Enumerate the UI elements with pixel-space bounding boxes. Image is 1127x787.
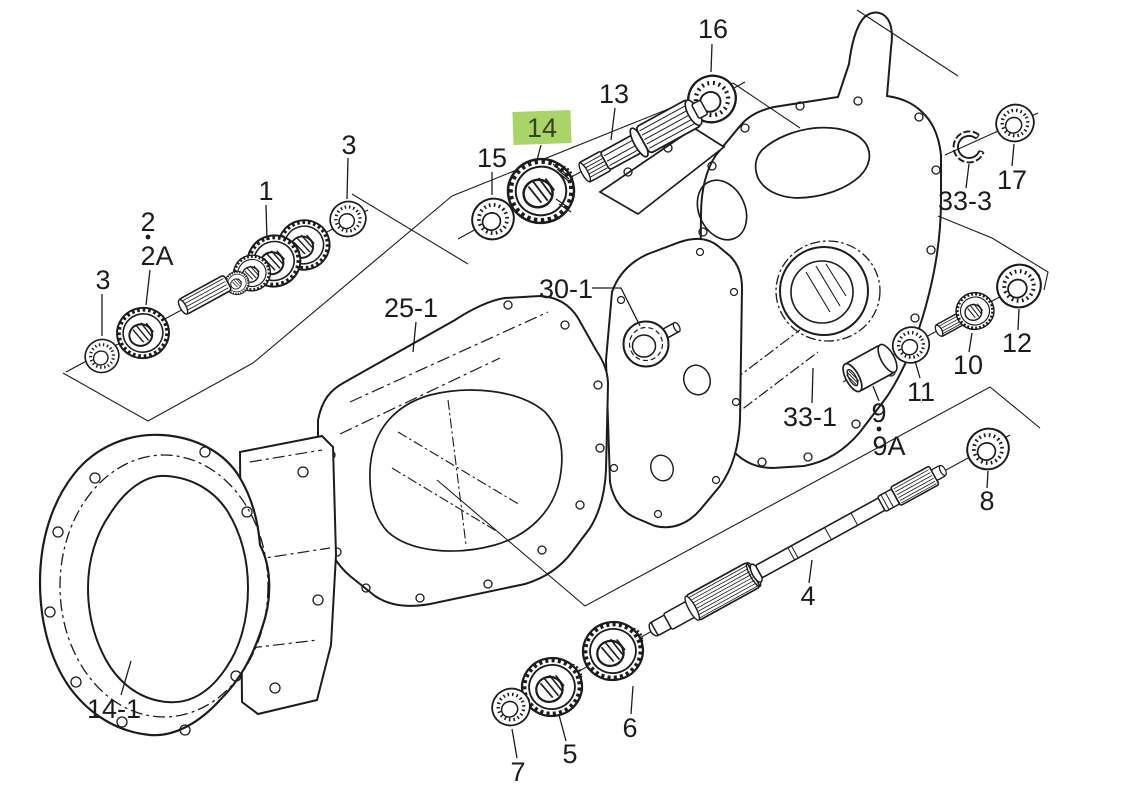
callout-labels: 16 13 14 15 3 1 2 2A 3 25-1 30-1 33-3 17… (87, 14, 1032, 787)
callout-4[interactable]: 4 (800, 581, 815, 611)
leader-25-1 (412, 321, 417, 353)
leader-1 (265, 204, 268, 241)
callout-15[interactable]: 15 (477, 143, 507, 173)
callout-6[interactable]: 6 (622, 713, 637, 743)
counter-gear-cluster-1 (177, 215, 335, 315)
callout-12[interactable]: 12 (1002, 328, 1032, 358)
callout-14-highlight (512, 109, 572, 146)
bearing-12 (987, 254, 1051, 318)
callout-14-1[interactable]: 14-1 (87, 694, 141, 724)
leader-11 (914, 360, 921, 379)
callout-30-1[interactable]: 30-1 (539, 274, 593, 304)
leader-33-3 (965, 163, 970, 189)
callout-1[interactable]: 1 (258, 176, 273, 206)
gear-14 (503, 154, 579, 228)
gear-5 (517, 652, 588, 721)
callout-8[interactable]: 8 (979, 486, 994, 516)
leader-4 (808, 559, 813, 584)
leader-14-1 (120, 660, 132, 696)
bushing-9 (842, 343, 898, 393)
callout-16[interactable]: 16 (698, 14, 728, 44)
dot-2 (145, 234, 151, 240)
leader-2A (145, 269, 151, 306)
leader-6 (630, 685, 634, 715)
callout-2[interactable]: 2 (140, 207, 155, 237)
leader-12 (1017, 308, 1020, 331)
callout-3-right[interactable]: 3 (341, 130, 356, 160)
gear-10 (934, 287, 999, 337)
bearing-retainer-30-1 (622, 320, 681, 368)
leader-7 (511, 728, 518, 759)
leader-10 (968, 332, 973, 353)
callout-33-3[interactable]: 33-3 (938, 186, 992, 216)
callout-25-1[interactable]: 25-1 (384, 293, 438, 323)
callout-2A[interactable]: 2A (140, 241, 173, 271)
transmission-case-25-1 (317, 294, 610, 607)
leader-9 (872, 385, 880, 402)
callout-3-left[interactable]: 3 (95, 265, 110, 295)
leader-lines (101, 43, 1020, 759)
callout-7[interactable]: 7 (510, 757, 525, 787)
gear-6 (578, 616, 649, 685)
snap-ring-33-3 (952, 130, 985, 164)
leader-33-1 (811, 367, 814, 404)
callout-9A[interactable]: 9A (872, 431, 905, 461)
leader-16 (710, 43, 713, 73)
leader-30-1 (592, 287, 641, 327)
output-shaft-4 (648, 464, 947, 637)
bearing-8 (958, 419, 1018, 479)
leader-17 (1011, 143, 1015, 167)
bearing-17 (987, 96, 1043, 150)
callout-5[interactable]: 5 (562, 739, 577, 769)
callout-11[interactable]: 11 (907, 377, 935, 407)
callout-33-1[interactable]: 33-1 (783, 402, 837, 432)
intermediate-plate (604, 237, 744, 529)
synchro-hub-2A (112, 303, 173, 363)
leader-3-right (346, 157, 349, 200)
callout-14[interactable]: 14 (527, 113, 557, 143)
bell-housing-14-1 (38, 433, 338, 737)
callout-13[interactable]: 13 (599, 79, 629, 109)
callout-10[interactable]: 10 (953, 350, 983, 380)
input-shaft-13 (578, 99, 708, 183)
callout-17[interactable]: 17 (997, 165, 1027, 195)
dot-9 (876, 426, 882, 432)
leader-8 (986, 470, 989, 489)
leader-5 (558, 714, 567, 742)
leader-14 (536, 144, 542, 161)
leader-13 (610, 107, 616, 141)
callout-9[interactable]: 9 (871, 398, 886, 428)
